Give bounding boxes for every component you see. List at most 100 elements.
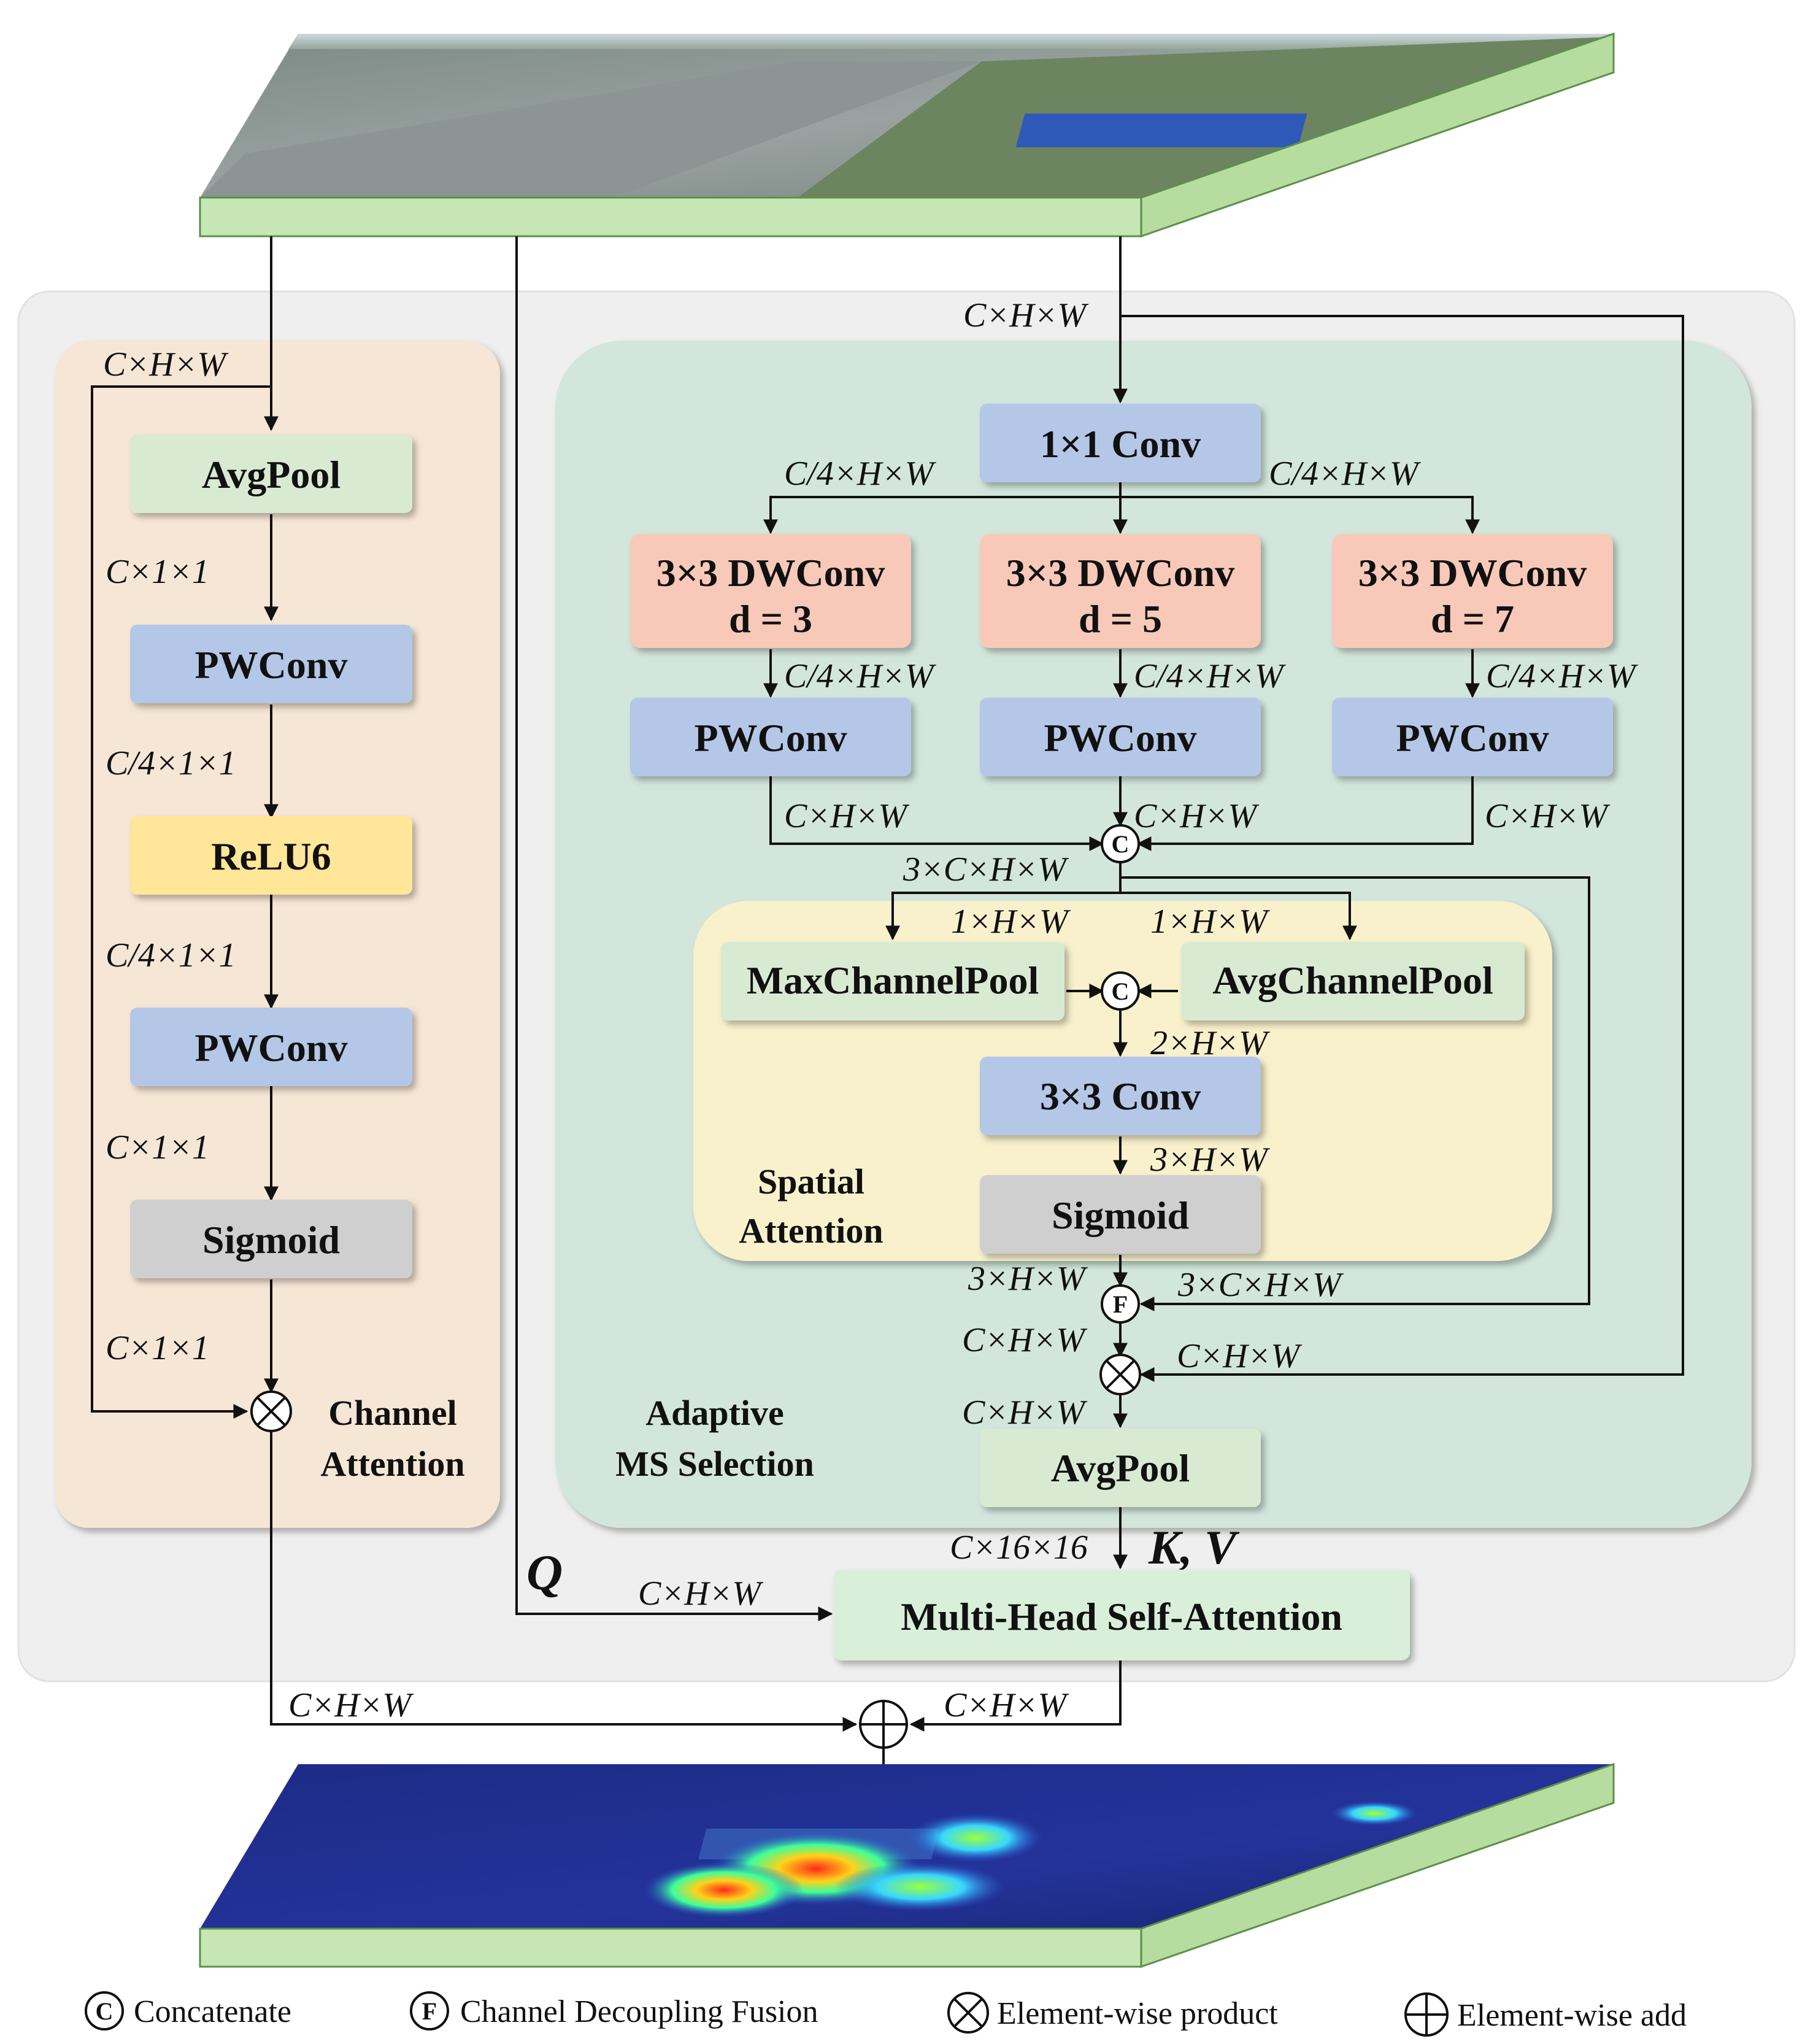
- sa-title-line2: Attention: [739, 1211, 883, 1251]
- pwconv-branch3-block: PWConv: [1332, 698, 1613, 776]
- ca-sigmoid-block: Sigmoid: [130, 1200, 412, 1278]
- branch-concat-operator: C: [1101, 824, 1140, 863]
- fusion-in-dim: 3×H×W: [968, 1260, 1088, 1298]
- channel-attention-wires: [91, 236, 858, 1732]
- dwconv-d5-line1: 3×3 DWConv: [1006, 551, 1235, 595]
- split-dim-left: C/4×H×W: [784, 455, 936, 493]
- input-slab-front-face: [199, 196, 1142, 237]
- max-channel-pool-label: MaxChannelPool: [747, 958, 1039, 1002]
- adaptive-ms-wires: [763, 236, 1684, 1834]
- ms-title-line2: MS Selection: [615, 1444, 814, 1484]
- output-add-operator: [859, 1700, 908, 1749]
- channel-out-dim: C×H×W: [288, 1686, 414, 1724]
- heatmap-side-face: [1140, 1762, 1615, 1969]
- branch2-out-dim: C×H×W: [1134, 797, 1259, 835]
- legend-product-icon: [947, 1992, 989, 2034]
- ms-avgpool-block: AvgPool: [980, 1429, 1261, 1507]
- branch-concat-letter: C: [1112, 830, 1130, 858]
- ca-product-operator: [250, 1390, 292, 1432]
- ca-dim5: C×1×1: [106, 1329, 209, 1367]
- dwconv-d5-block: 3×3 DWConv d = 5: [980, 534, 1261, 648]
- branch3-out-dim: C×H×W: [1485, 797, 1610, 835]
- ca-dim3: C/4×1×1: [106, 936, 236, 974]
- heatmap-hotspot-5: [1331, 1801, 1417, 1826]
- fusion-side-dim: 3×C×H×W: [1177, 1266, 1344, 1304]
- ca-sigmoid-label: Sigmoid: [202, 1218, 340, 1262]
- sa-conv3x3-block: 3×3 Conv: [980, 1057, 1261, 1135]
- dwconv-d7-dim: C/4×H×W: [1486, 657, 1638, 695]
- heatmap-hotspot-4: [834, 1862, 1006, 1911]
- legend-concat-label: Concatenate: [134, 1994, 291, 2029]
- dwconv-d5-dim: C/4×H×W: [1134, 657, 1286, 695]
- ca-pwconv1-block: PWConv: [130, 625, 412, 703]
- pwconv-branch1-label: PWConv: [695, 716, 847, 760]
- dwconv-d3-line1: 3×3 DWConv: [656, 551, 885, 595]
- heatmap-hotspot-2: [644, 1862, 804, 1918]
- heatmap-hotspot-3: [908, 1813, 1043, 1862]
- sa-concat-letter: C: [1112, 978, 1130, 1005]
- ca-input-dim: C×H×W: [103, 345, 228, 384]
- sa-sigmoid-label: Sigmoid: [1052, 1194, 1189, 1237]
- input-slab-billboard: [1015, 114, 1307, 147]
- dwconv-d3-block: 3×3 DWConv d = 3: [630, 534, 911, 648]
- legend-fusion-letter: F: [422, 1997, 437, 2025]
- ca-relu6-label: ReLU6: [211, 835, 331, 878]
- input-slab-road: [200, 61, 982, 198]
- sa-title-line1: Spatial: [758, 1162, 864, 1201]
- ms-avgpool-label: AvgPool: [1051, 1446, 1190, 1490]
- mhsa-out-dim: C×H×W: [944, 1686, 1069, 1724]
- kv-label: K, V: [1148, 1521, 1240, 1574]
- sa-concat-dim: 2×H×W: [1150, 1024, 1270, 1062]
- concat-dim: 3×C×H×W: [903, 850, 1069, 889]
- dwconv-d7-block: 3×3 DWConv d = 7: [1332, 534, 1613, 648]
- q-label: Q: [526, 1545, 563, 1600]
- dwconv-d3-dim: C/4×H×W: [784, 657, 936, 695]
- legend-fusion-icon: F: [410, 1991, 449, 2031]
- sa-avg-dim: 1×H×W: [1150, 903, 1270, 941]
- ca-avgpool-block: AvgPool: [130, 434, 412, 513]
- sa-sigmoid-block: Sigmoid: [980, 1175, 1261, 1254]
- heatmap-front-face: [199, 1927, 1142, 1968]
- sa-max-dim: 1×H×W: [951, 903, 1071, 941]
- split-dim-right: C/4×H×W: [1269, 455, 1421, 493]
- avg-channel-pool-label: AvgChannelPool: [1212, 958, 1493, 1002]
- mhsa-block: Multi-Head Self-Attention: [833, 1570, 1410, 1660]
- ca-pwconv2-label: PWConv: [195, 1026, 348, 1070]
- ca-pwconv2-block: PWConv: [130, 1008, 412, 1086]
- conv1x1-label: 1×1 Conv: [1040, 422, 1201, 466]
- legend-concat-letter: C: [96, 1997, 114, 2025]
- ca-relu6-block: ReLU6: [130, 816, 412, 895]
- ca-title-line1: Channel: [328, 1393, 457, 1433]
- dwconv-d5-line2: d = 5: [1079, 597, 1162, 641]
- avg-channel-pool-block: AvgChannelPool: [1181, 942, 1525, 1020]
- ms-input-dim: C×H×W: [963, 296, 1088, 334]
- input-slab-side-face: [1140, 32, 1615, 238]
- dwconv-d3-line2: d = 3: [729, 597, 812, 641]
- legend: C Concatenate F Channel Decoupling Fusio…: [85, 1991, 1687, 2037]
- branch1-out-dim: C×H×W: [784, 797, 909, 835]
- product-out-dim: C×H×W: [962, 1394, 1087, 1432]
- input-image-slab: [199, 32, 1615, 238]
- legend-add-icon: [1404, 1992, 1449, 2037]
- pwconv-branch1-block: PWConv: [630, 698, 911, 776]
- legend-add-label: Element-wise add: [1457, 1998, 1687, 2033]
- ms-product-operator: [1099, 1354, 1141, 1395]
- sa-conv-dim: 3×H×W: [1150, 1141, 1270, 1179]
- q-dim: C×H×W: [638, 1575, 763, 1613]
- input-slab-sky: [288, 34, 1614, 49]
- fusion-operator: F: [1101, 1284, 1140, 1324]
- ca-avgpool-label: AvgPool: [202, 453, 341, 496]
- dwconv-d7-line1: 3×3 DWConv: [1358, 551, 1587, 595]
- legend-product-label: Element-wise product: [997, 1996, 1278, 2031]
- legend-fusion-label: Channel Decoupling Fusion: [460, 1994, 818, 2029]
- fusion-out-dim: C×H×W: [962, 1321, 1087, 1359]
- legend-concat-icon: C: [85, 1991, 124, 2031]
- query-wires: [515, 236, 833, 1621]
- pwconv-branch2-block: PWConv: [980, 698, 1261, 776]
- ca-pwconv1-label: PWConv: [195, 643, 348, 687]
- ca-dim4: C×1×1: [106, 1128, 209, 1167]
- pwconv-branch3-label: PWConv: [1396, 716, 1549, 760]
- pwconv-branch2-label: PWConv: [1044, 716, 1197, 760]
